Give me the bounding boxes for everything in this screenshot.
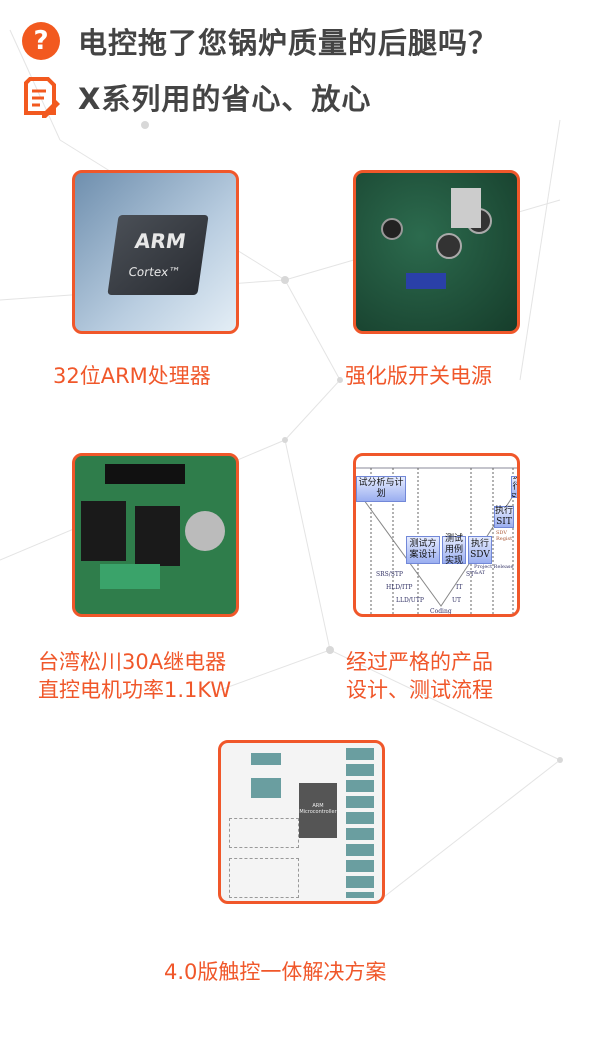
document-edit-icon	[24, 77, 60, 118]
v-model-diagram-image: 试分析与计划 测试方案设计 测试用例实现 执行SDV 执行SIT 执行SV SR…	[353, 453, 520, 617]
power-board-image	[353, 170, 520, 334]
question-icon: ?	[22, 22, 60, 60]
feature-label-process: 经过严格的产品设计、测试流程	[346, 650, 493, 702]
answer-heading: X系列用的省心、放心	[22, 76, 371, 118]
relay-board-image	[72, 453, 239, 617]
arm-chip: ARM Cortex™	[107, 215, 209, 295]
arm-chip-image: ARM Cortex™	[72, 170, 239, 334]
feature-label-arm: 32位ARM处理器	[53, 364, 211, 388]
question-text: 电控拖了您锅炉质量的后腿吗？	[78, 26, 499, 60]
feature-label-touch: 4.0版触控一体解决方案	[164, 960, 387, 984]
feature-label-relay: 台湾松川30A继电器直控电机功率1.1KW	[38, 650, 232, 702]
answer-text: X系列用的省心、放心	[78, 82, 372, 116]
block-diagram-image: ARM Microcontroller	[218, 740, 385, 904]
feature-label-power: 强化版开关电源	[345, 364, 492, 388]
question-heading: ? 电控拖了您锅炉质量的后腿吗？	[22, 20, 498, 62]
